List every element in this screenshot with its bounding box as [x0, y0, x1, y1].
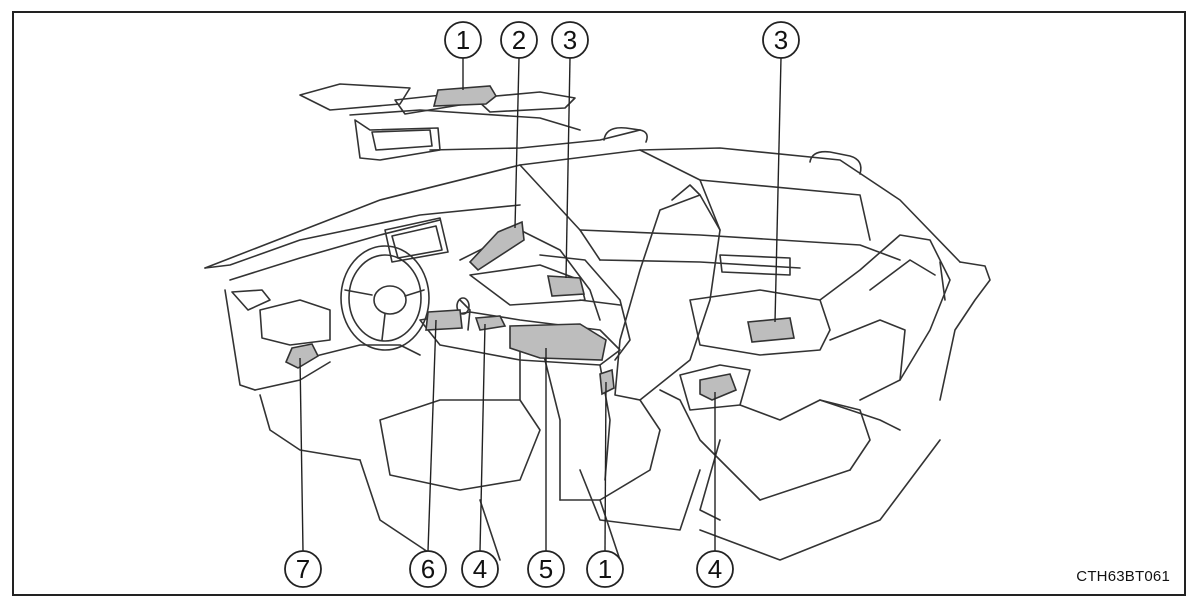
- callout-3-rear: 3: [762, 21, 800, 59]
- callout-1-bottom: 1: [586, 550, 624, 588]
- svg-text:3: 3: [774, 25, 788, 55]
- rear-console-3-highlight: [747, 317, 795, 343]
- callout-7: 7: [284, 550, 322, 588]
- svg-text:4: 4: [473, 554, 487, 584]
- front-console-box-highlight: [547, 275, 586, 297]
- svg-text:2: 2: [512, 25, 526, 55]
- overhead-console-highlight: [432, 85, 498, 107]
- svg-text:1: 1: [456, 25, 470, 55]
- callout-3-front: 3: [551, 21, 589, 59]
- storage-highlights: [284, 85, 795, 401]
- door-pocket-1-highlight: [599, 368, 615, 396]
- diagram-frame: [12, 11, 1186, 596]
- svg-text:4: 4: [708, 554, 722, 584]
- svg-text:6: 6: [421, 554, 435, 584]
- center-console: [419, 229, 631, 501]
- glove-box-2-highlight: [468, 220, 525, 272]
- rear-seats: [659, 234, 951, 521]
- door-panel: [579, 229, 901, 306]
- callout-1-top: 1: [444, 21, 482, 59]
- tray-6-highlight: [425, 309, 463, 331]
- callout-6: 6: [409, 550, 447, 588]
- svg-text:5: 5: [539, 554, 553, 584]
- cup-holder-front-highlight: [474, 315, 507, 331]
- svg-text:7: 7: [296, 554, 310, 584]
- steering-wheel: [340, 245, 430, 351]
- figure-code: CTH63BT061: [1076, 568, 1170, 585]
- dashboard: [204, 204, 521, 461]
- leader-lines: [299, 57, 782, 552]
- callout-5: 5: [527, 550, 565, 588]
- svg-text:1: 1: [598, 554, 612, 584]
- callout-2: 2: [500, 21, 538, 59]
- svg-text:3: 3: [563, 25, 577, 55]
- floor: [359, 439, 941, 561]
- roof-area: [299, 83, 641, 161]
- callout-4-rear: 4: [696, 550, 734, 588]
- rear-cup-holder-highlight: [699, 373, 738, 401]
- callout-4-front: 4: [461, 550, 499, 588]
- callouts: 1 2 3 3 7 6 4 5: [284, 21, 800, 588]
- console-box-5-highlight: [509, 323, 607, 361]
- side-pocket-7-highlight: [284, 343, 320, 369]
